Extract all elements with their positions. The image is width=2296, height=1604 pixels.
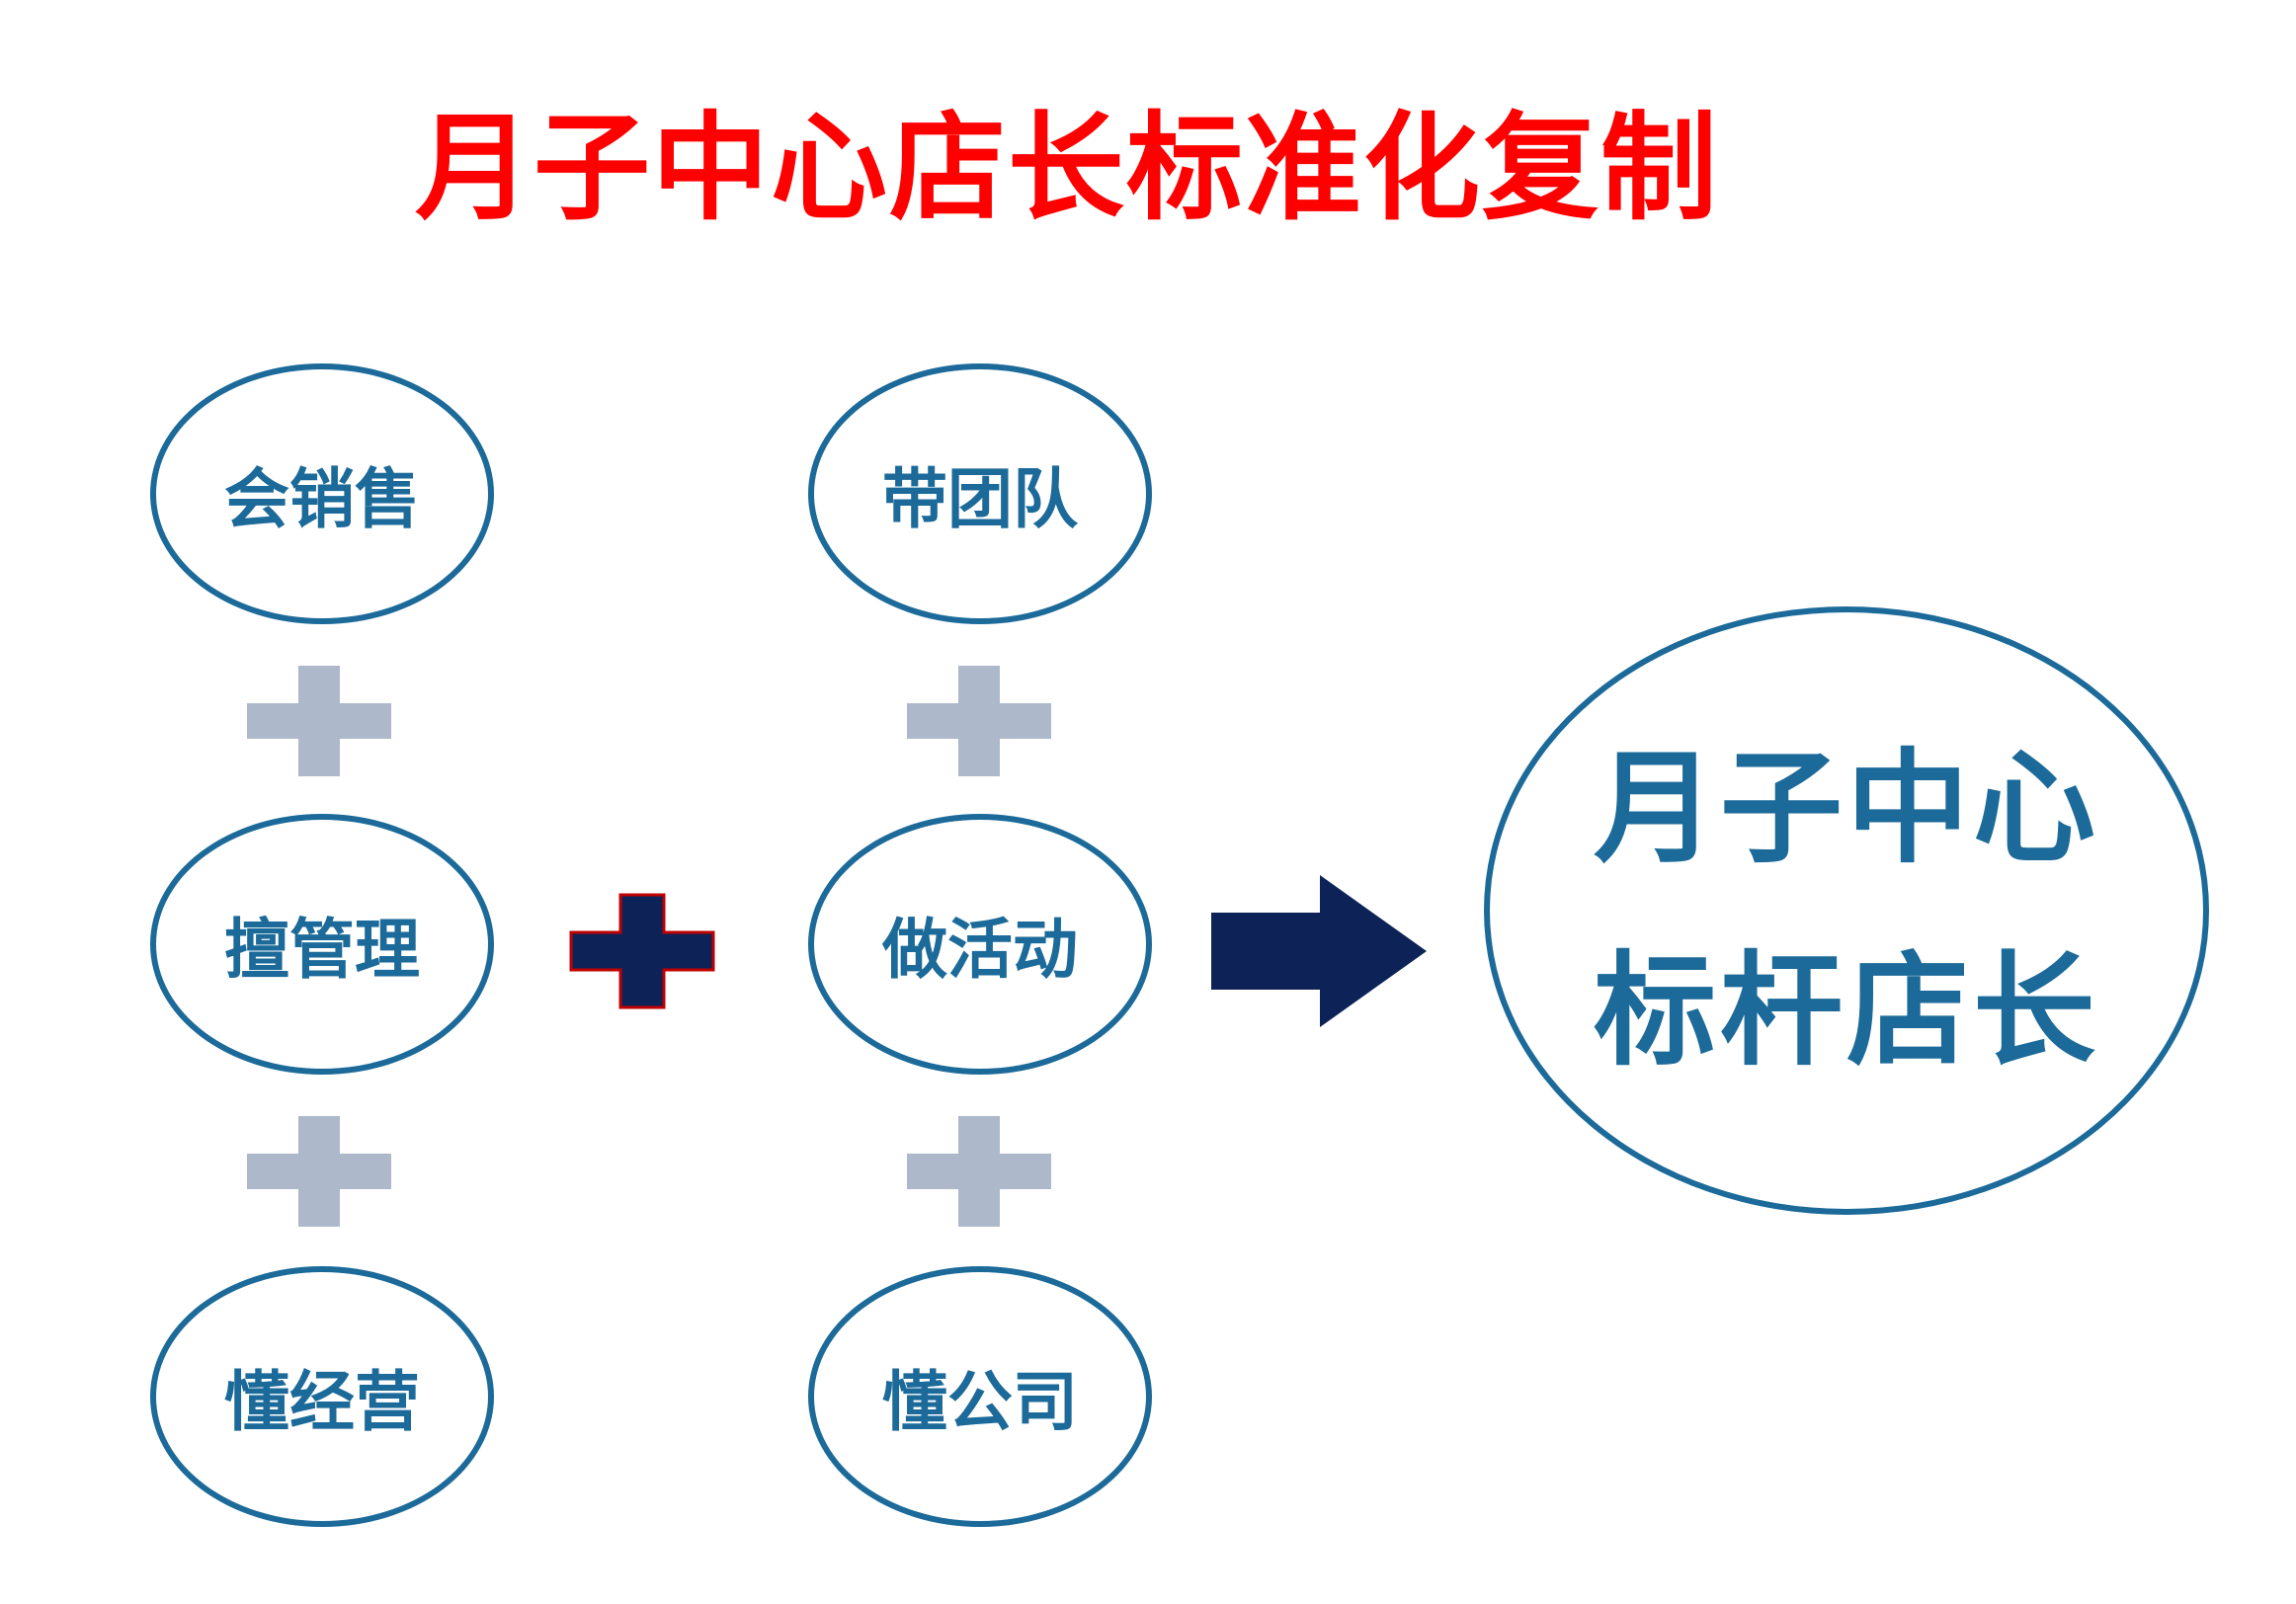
- arrow-svg: [1211, 875, 1427, 1027]
- node-operations: 懂经营: [150, 1266, 494, 1527]
- plus-bar-vertical: [298, 1116, 340, 1227]
- node-label: 会销售: [224, 461, 420, 537]
- node-management: 擅管理: [150, 814, 494, 1075]
- node-label: 擅管理: [224, 912, 420, 988]
- result-label-line2: 标杆店长: [1593, 940, 2099, 1083]
- plus-icon: [247, 1116, 391, 1227]
- node-sales: 会销售: [150, 363, 494, 624]
- plus-bar-vertical: [298, 666, 340, 776]
- plus-bar-vertical: [958, 666, 1000, 776]
- plus-icon: [569, 893, 715, 1009]
- plus-bar-vertical: [958, 1116, 1000, 1227]
- node-label: 带团队: [882, 461, 1078, 537]
- result-node: 月子中心 标杆店长: [1484, 606, 2209, 1215]
- result-label-line1: 月子中心: [1593, 738, 2099, 880]
- plus-icon: [907, 1116, 1051, 1227]
- plus-main-svg: [569, 893, 715, 1009]
- node-label: 做活动: [882, 912, 1078, 988]
- node-label: 懂经营: [224, 1364, 420, 1440]
- arrow-right-icon: [1211, 875, 1427, 1027]
- plus-icon: [907, 666, 1051, 776]
- node-team: 带团队: [808, 363, 1152, 624]
- node-label: 懂公司: [882, 1364, 1078, 1440]
- node-company: 懂公司: [808, 1266, 1152, 1527]
- node-activities: 做活动: [808, 814, 1152, 1075]
- diagram-title: 月子中心店长标准化复制: [415, 100, 1720, 236]
- plus-icon: [247, 666, 391, 776]
